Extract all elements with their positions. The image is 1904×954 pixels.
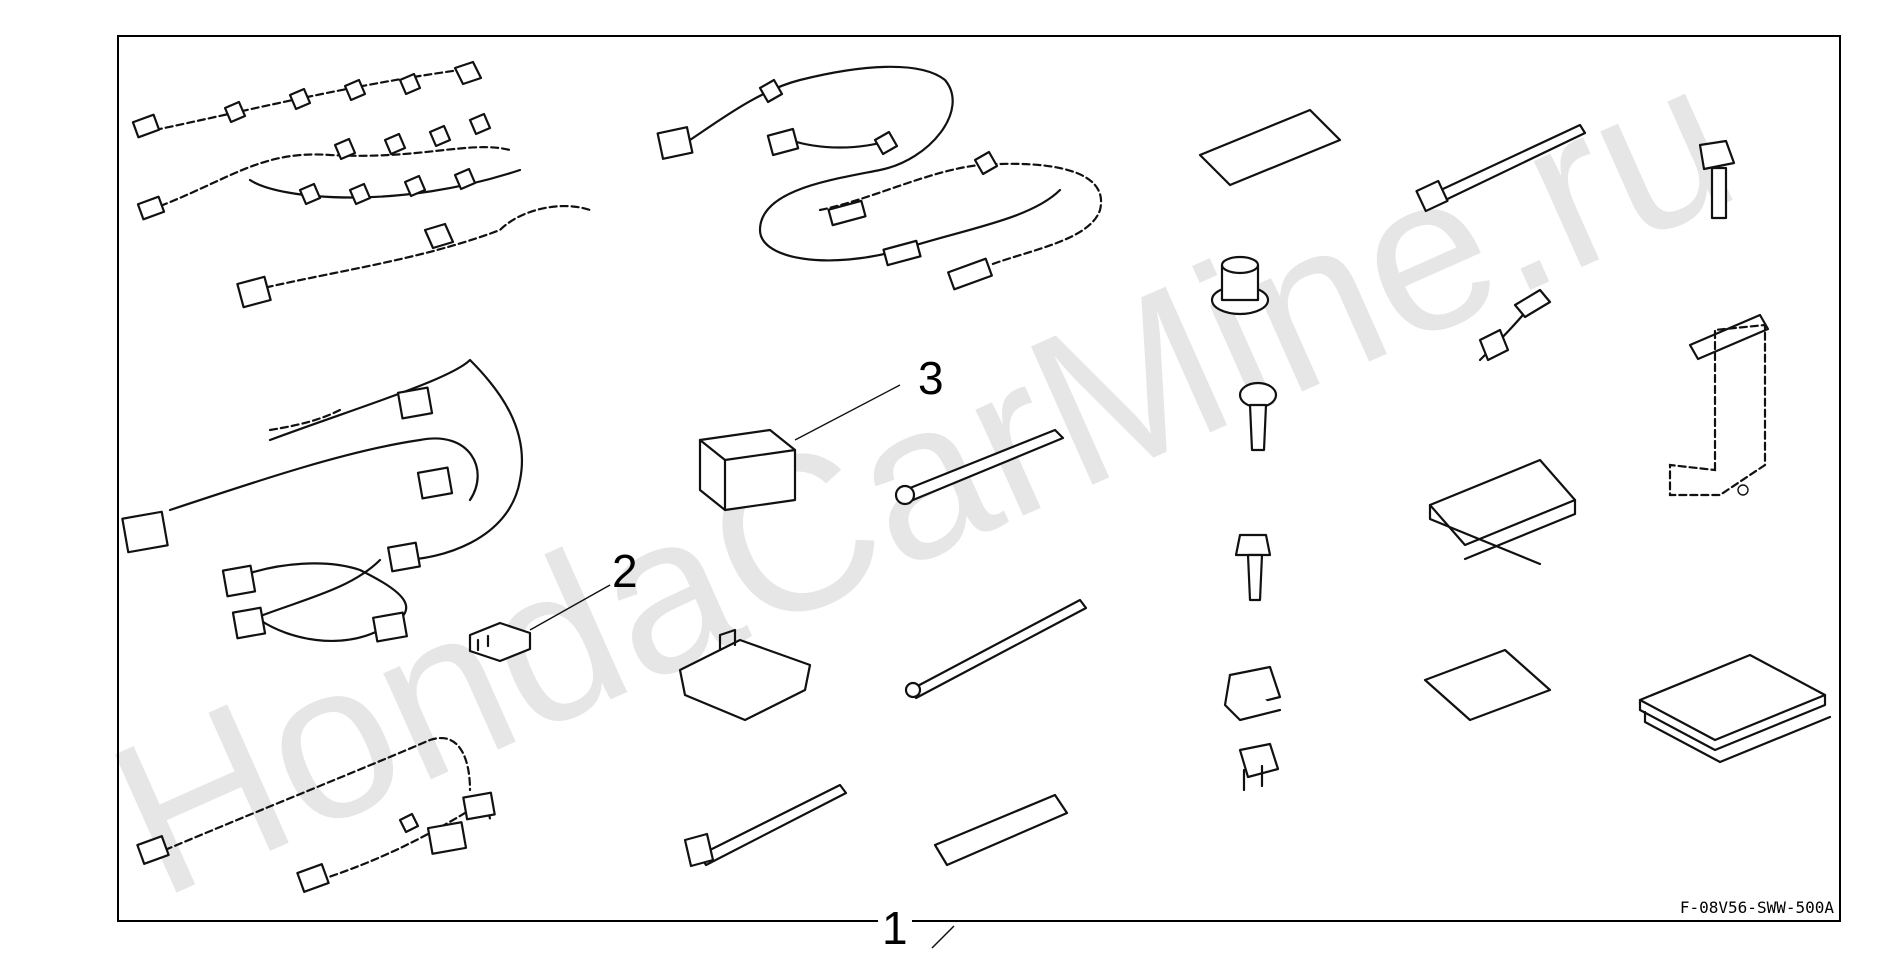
- part-item-3: [698, 384, 901, 512]
- wire-harness-c: [121, 358, 523, 643]
- wire-harness-a: [131, 60, 592, 309]
- wire-harness-d: [136, 737, 496, 893]
- foam-tape: [933, 793, 1069, 867]
- screw-2: [1698, 139, 1736, 220]
- wire-clip-strap: [1478, 288, 1552, 362]
- callout-item-1: 1: [878, 905, 912, 951]
- clip-pair: [1223, 665, 1282, 792]
- cable-tie-2: [904, 598, 1088, 700]
- label-card-1: [1198, 108, 1342, 187]
- callout-item-3: 3: [918, 352, 944, 404]
- diagram-frame: [117, 35, 1841, 922]
- figure-code: F-08V56-SWW-500A: [1679, 898, 1834, 917]
- cable-tie-3: [683, 783, 848, 868]
- long-bolt: [1415, 123, 1587, 213]
- mounting-clip: [678, 628, 812, 722]
- foam-pad: [1428, 458, 1577, 566]
- part-item-2: [468, 584, 611, 663]
- l-bracket: [1668, 323, 1767, 497]
- grommet: [1210, 255, 1270, 316]
- screw-1: [1234, 533, 1272, 602]
- cable-tie-1: [894, 428, 1065, 506]
- label-card-2: [1423, 648, 1552, 722]
- manual-booklet: [1638, 653, 1832, 764]
- spacer-block: [1688, 313, 1770, 361]
- push-clip: [1238, 381, 1278, 452]
- callout-item-1-leader: [931, 925, 955, 949]
- callout-item-2: 2: [612, 545, 638, 597]
- wire-harness-b: [656, 65, 1103, 291]
